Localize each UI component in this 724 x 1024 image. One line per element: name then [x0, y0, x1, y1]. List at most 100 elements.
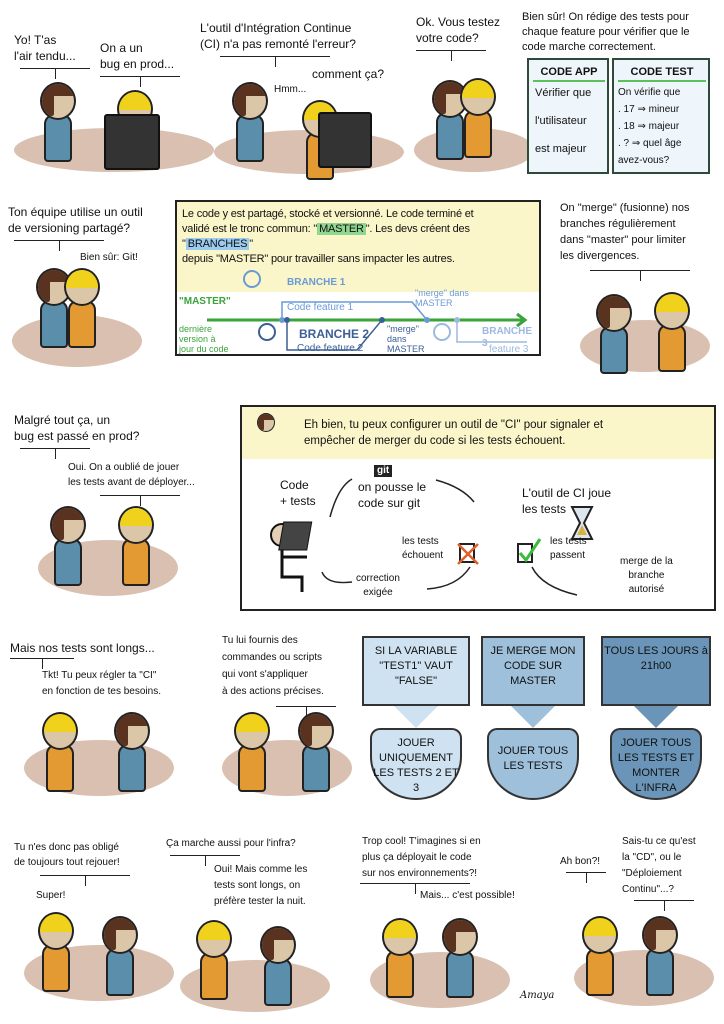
intro-line: ". Les devs créent des " [182, 223, 470, 250]
flow-action: JOUER TOUS LES TESTS ET MONTER L'INFRA [610, 728, 702, 800]
computer-screen [318, 112, 372, 168]
flow-trigger: SI LA VARIABLE "TEST1" VAUT "FALSE" [362, 636, 470, 706]
step-push: on pousse le code sur git [358, 480, 427, 510]
branch-3-path [456, 320, 527, 343]
speech-tail [100, 495, 180, 506]
branch-3-label: BRANCHE 3 [482, 326, 532, 349]
dev-figure-1 [243, 270, 261, 288]
speech-text: Ok. Vous testez votre code? [416, 15, 501, 45]
character-brunette [440, 918, 480, 998]
speech-text: Bien sûr: Git! [80, 252, 138, 263]
feature-3-label: feature 3 [489, 344, 529, 355]
artist-signature: Amaya [520, 990, 555, 1001]
intro-banner [242, 407, 714, 459]
hourglass-sand [577, 525, 587, 535]
master-desc: dernière version à jour du code [179, 324, 229, 354]
hourglass-icon [570, 506, 594, 540]
speech-tail [590, 270, 690, 281]
step-code-tests: Code + tests [280, 478, 316, 508]
character-brunette [38, 82, 78, 162]
character-blond [40, 712, 80, 792]
intro-line: Le code y est partagé, stocké et version… [182, 208, 474, 220]
speech-text: Trop cool! T'imagines si en plus ça dépl… [362, 836, 481, 879]
intro-line: validé est le tronc commun: " [182, 223, 318, 235]
dev-figure-2 [258, 323, 276, 341]
step-pass: les tests passent [550, 536, 587, 561]
code-app-card: CODE APP Vérifier que l'utilisateur est … [527, 58, 609, 174]
speech-text: Oui. On a oublié de jouer les tests avan… [68, 462, 195, 488]
intro-text: Eh bien, tu peux configurer un outil de … [304, 419, 604, 447]
speech-text: Tu n'es donc pas obligé de toujours tout… [14, 842, 120, 868]
speech-tail [40, 875, 130, 886]
character-brunette [258, 926, 298, 1006]
git-logo: git [374, 465, 393, 477]
commit-node [424, 317, 430, 323]
developer-body [280, 546, 307, 592]
speech-tail [10, 658, 74, 669]
commit-node [379, 317, 385, 323]
speech-text: L'outil d'Intégration Continue (CI) n'a … [200, 21, 356, 51]
speech-text: comment ça? [312, 67, 385, 81]
speech-tail [360, 883, 470, 894]
fail-checkbox-icon [459, 543, 475, 563]
speech-tail [220, 56, 330, 67]
speech-tail [20, 68, 90, 79]
cross-icon [457, 543, 479, 565]
commit-node [454, 317, 460, 323]
laptop-icon [278, 521, 313, 551]
speech-tail [14, 240, 104, 251]
speech-text: Mais... c'est possible! [420, 890, 515, 901]
step-fail: les tests échouent [402, 536, 444, 561]
character-brunette [594, 294, 634, 374]
character-blond [116, 506, 156, 586]
merge-1-label: "merge" dans MASTER [415, 288, 469, 308]
speech-tail [634, 900, 694, 911]
master-arrowhead [516, 312, 528, 328]
step-ci-runs: L'outil de CI joue les tests [522, 486, 612, 516]
character-brunette [640, 916, 680, 996]
computer-screen [104, 114, 160, 170]
character-brunette [100, 916, 140, 996]
branch-2-label: BRANCHE 2 [299, 327, 370, 341]
step-merge-ok: merge de la branche autorisé [620, 556, 673, 595]
speech-text: Ah bon?! [560, 856, 601, 867]
flow-action: JOUER TOUS LES TESTS [487, 728, 579, 800]
speech-text: Hmm... [274, 84, 307, 95]
speech-text: On "merge" (fusionne) nos branches régul… [560, 202, 690, 262]
feature-2-label: Code feature 2 [297, 343, 364, 354]
speech-tail [170, 855, 240, 866]
character-blond [36, 912, 76, 992]
branches-highlight: BRANCHES [185, 238, 250, 250]
flow-trigger: JE MERGE MON CODE SUR MASTER [481, 636, 585, 706]
commit-node [279, 317, 285, 323]
branch-2-path [286, 319, 383, 351]
character-avatar [256, 413, 276, 453]
flow-action: JOUER UNIQUEMENT LES TESTS 2 ET 3 [370, 728, 462, 800]
arrow-down-icon [394, 706, 438, 728]
card-title: CODE TEST [618, 64, 706, 82]
card-body: Vérifier que l'utilisateur est majeur [535, 87, 592, 155]
merge-2-label: "merge" dans MASTER [387, 324, 425, 354]
flow-trigger: TOUS LES JOURS à 21h00 [601, 636, 711, 706]
speech-text: Malgré tout ça, un bug est passé en prod… [14, 413, 140, 443]
feature-1-label: Code feature 1 [287, 302, 354, 313]
character-brunette [230, 82, 270, 162]
speech-text: Bien sûr! On rédige des tests pour chaqu… [522, 11, 690, 53]
character-blond [580, 916, 620, 996]
character-blond [652, 292, 692, 372]
flow-arrows [321, 478, 578, 596]
card-body: On vérifie que . 17 ⇒ mineur . 18 ⇒ maje… [618, 87, 682, 166]
intro-line: depuis "MASTER" pour travailler sans imp… [182, 253, 455, 265]
master-label: "MASTER" [179, 296, 231, 307]
speech-text: Yo! T'as l'air tendu... [14, 33, 76, 63]
ci-diagram: Eh bien, tu peux configurer un outil de … [240, 405, 716, 611]
character-blond [300, 100, 340, 180]
versioning-diagram: Le code y est partagé, stocké et version… [175, 200, 541, 356]
master-highlight: MASTER [317, 223, 366, 235]
character-brunette [48, 506, 88, 586]
branch-1-label: BRANCHE 1 [287, 277, 346, 288]
character-blond [62, 268, 102, 348]
speech-tail [100, 76, 180, 87]
arrow-down-icon [634, 706, 678, 728]
branch-graph [207, 270, 528, 351]
